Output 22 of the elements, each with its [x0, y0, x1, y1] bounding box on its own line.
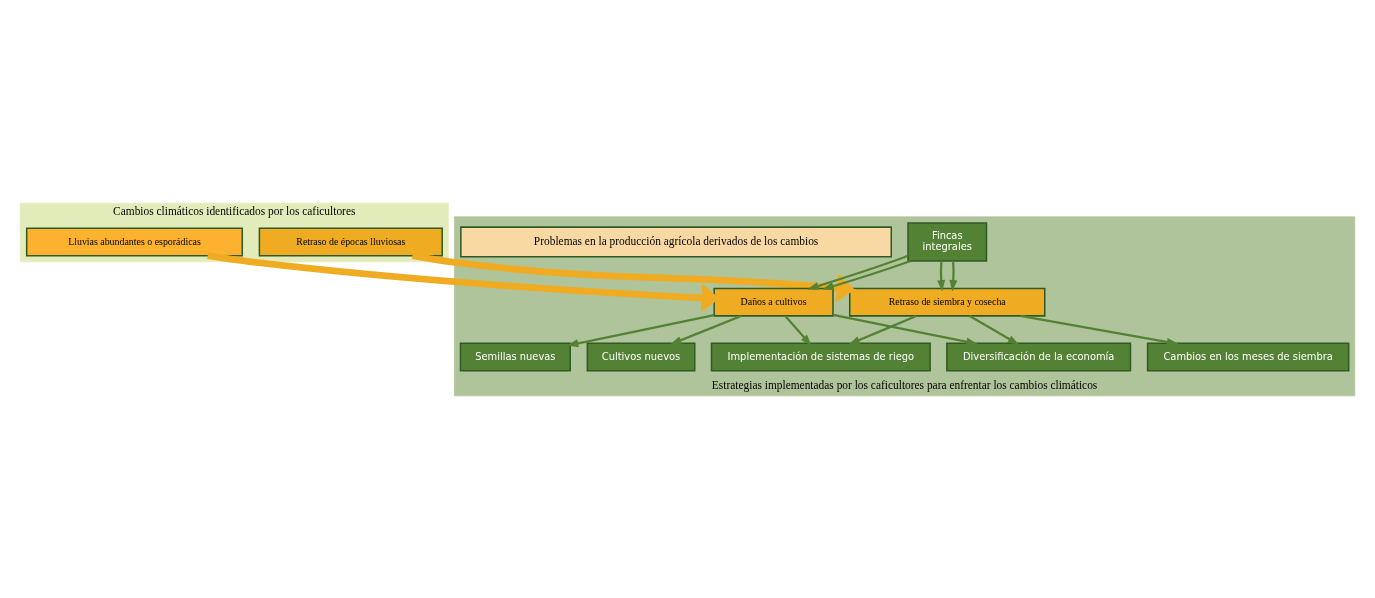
- node-box: Lluvias abundantes o esporádicas: [25, 227, 244, 256]
- node-box: Diversificación de la economía: [946, 342, 1132, 371]
- arrow: [832, 313, 978, 346]
- arrow: [1020, 314, 1179, 346]
- arrow: [937, 260, 946, 292]
- node-box: Retraso de épocas lluviosas: [258, 227, 443, 256]
- node-box: Problemas en la producción agrícola derivados de los cambios: [460, 225, 892, 258]
- arrow: [807, 254, 909, 290]
- node-box: Retraso de siembra y cosecha: [849, 287, 1046, 317]
- node-box: Fincas integrales: [907, 221, 988, 262]
- arrow: [949, 260, 958, 292]
- node-box: Daños a cultivos: [713, 287, 834, 317]
- arrow: [848, 314, 917, 345]
- arrow: [969, 314, 1020, 345]
- node-box: Cultivos nuevos: [586, 342, 696, 371]
- node-box: Implementación de sistemas de riego: [710, 342, 931, 371]
- node-box: Cambios en los meses de siembra: [1146, 342, 1350, 371]
- arrow: [670, 314, 742, 345]
- arrow: [784, 314, 812, 346]
- arrow: [566, 313, 715, 347]
- arrow: [822, 259, 911, 290]
- node-box: Semillas nuevas: [459, 342, 571, 371]
